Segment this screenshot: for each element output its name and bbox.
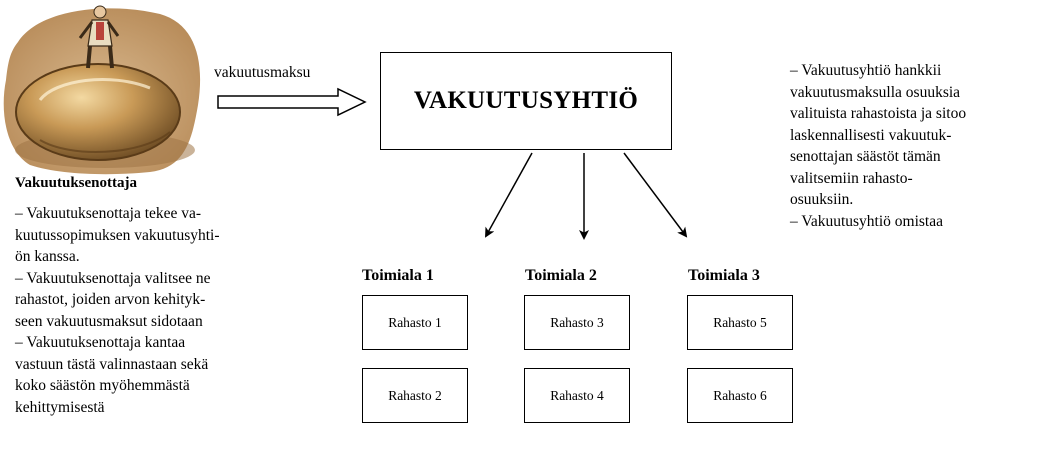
policyholder-description: – Vakuutuksenottaja tekee va- kuutussopi… bbox=[15, 203, 305, 418]
policyholder-text-line: – Vakuutuksenottaja kantaa bbox=[15, 334, 186, 351]
fund-box: Rahasto 4 bbox=[524, 368, 630, 423]
policyholder-text-line: – Vakuutuksenottaja tekee va- bbox=[15, 205, 202, 222]
company-text-line: osuuksiin. bbox=[790, 191, 854, 208]
policyholder-text-line: vastuun tästä valinnastaan sekä bbox=[15, 355, 209, 373]
company-description: – Vakuutusyhtiö hankkii vakuutusmaksulla… bbox=[790, 60, 1045, 232]
fund-box: Rahasto 1 bbox=[362, 295, 468, 350]
policyholder-title: Vakuutuksenottaja bbox=[15, 175, 137, 191]
policyholder-text-line: seen vakuutusmaksut sidotaan bbox=[15, 312, 203, 330]
sector-title: Toimiala 2 bbox=[525, 267, 597, 284]
arrow-to-sector-3 bbox=[623, 152, 688, 238]
payment-arrow bbox=[217, 87, 367, 117]
payment-label: vakuutusmaksu bbox=[214, 64, 311, 81]
fund-label: Rahasto 5 bbox=[713, 314, 767, 330]
fund-label: Rahasto 2 bbox=[388, 387, 442, 403]
policyholder-text-line: rahastot, joiden arvon kehityk- bbox=[15, 291, 206, 308]
policyholder-text-line: – Vakuutuksenottaja valitsee ne bbox=[15, 269, 211, 287]
fund-label: Rahasto 6 bbox=[713, 387, 767, 403]
fund-box: Rahasto 5 bbox=[687, 295, 793, 350]
fund-box: Rahasto 2 bbox=[362, 368, 468, 423]
arrow-to-sector-1 bbox=[485, 152, 533, 238]
fund-box: Rahasto 6 bbox=[687, 368, 793, 423]
fund-label: Rahasto 3 bbox=[550, 314, 604, 330]
company-text-line: valituista rahastoista ja sitoo bbox=[790, 105, 967, 122]
policyholder-text-line: kehittymisestä bbox=[15, 398, 105, 416]
man-on-golden-egg-illustration bbox=[3, 5, 201, 175]
sector-title: Toimiala 1 bbox=[362, 267, 434, 284]
policyholder-text-line: koko säästön myöhemmästä bbox=[15, 377, 190, 394]
fund-label: Rahasto 4 bbox=[550, 387, 604, 403]
company-text-line: valitsemiin rahasto- bbox=[790, 169, 913, 187]
fund-box: Rahasto 3 bbox=[524, 295, 630, 350]
company-text-line: laskennallisesti vakuutuk- bbox=[790, 126, 952, 144]
company-text-line: – Vakuutusyhtiö hankkii bbox=[790, 62, 942, 79]
sector-title: Toimiala 3 bbox=[688, 267, 760, 284]
fund-label: Rahasto 1 bbox=[388, 314, 442, 330]
policyholder-text-line: ön kanssa. bbox=[15, 248, 80, 265]
company-text-line: senottajan säästöt tämän bbox=[790, 148, 941, 165]
company-name: VAKUUTUSYHTIÖ bbox=[413, 87, 639, 114]
policyholder-text-line: kuutussopimuksen vakuutusyhti- bbox=[15, 226, 220, 244]
insurance-company-box: VAKUUTUSYHTIÖ bbox=[380, 52, 672, 150]
company-text-line: – Vakuutusyhtiö omistaa bbox=[790, 212, 943, 230]
company-text-line: vakuutusmaksulla osuuksia bbox=[790, 83, 961, 101]
